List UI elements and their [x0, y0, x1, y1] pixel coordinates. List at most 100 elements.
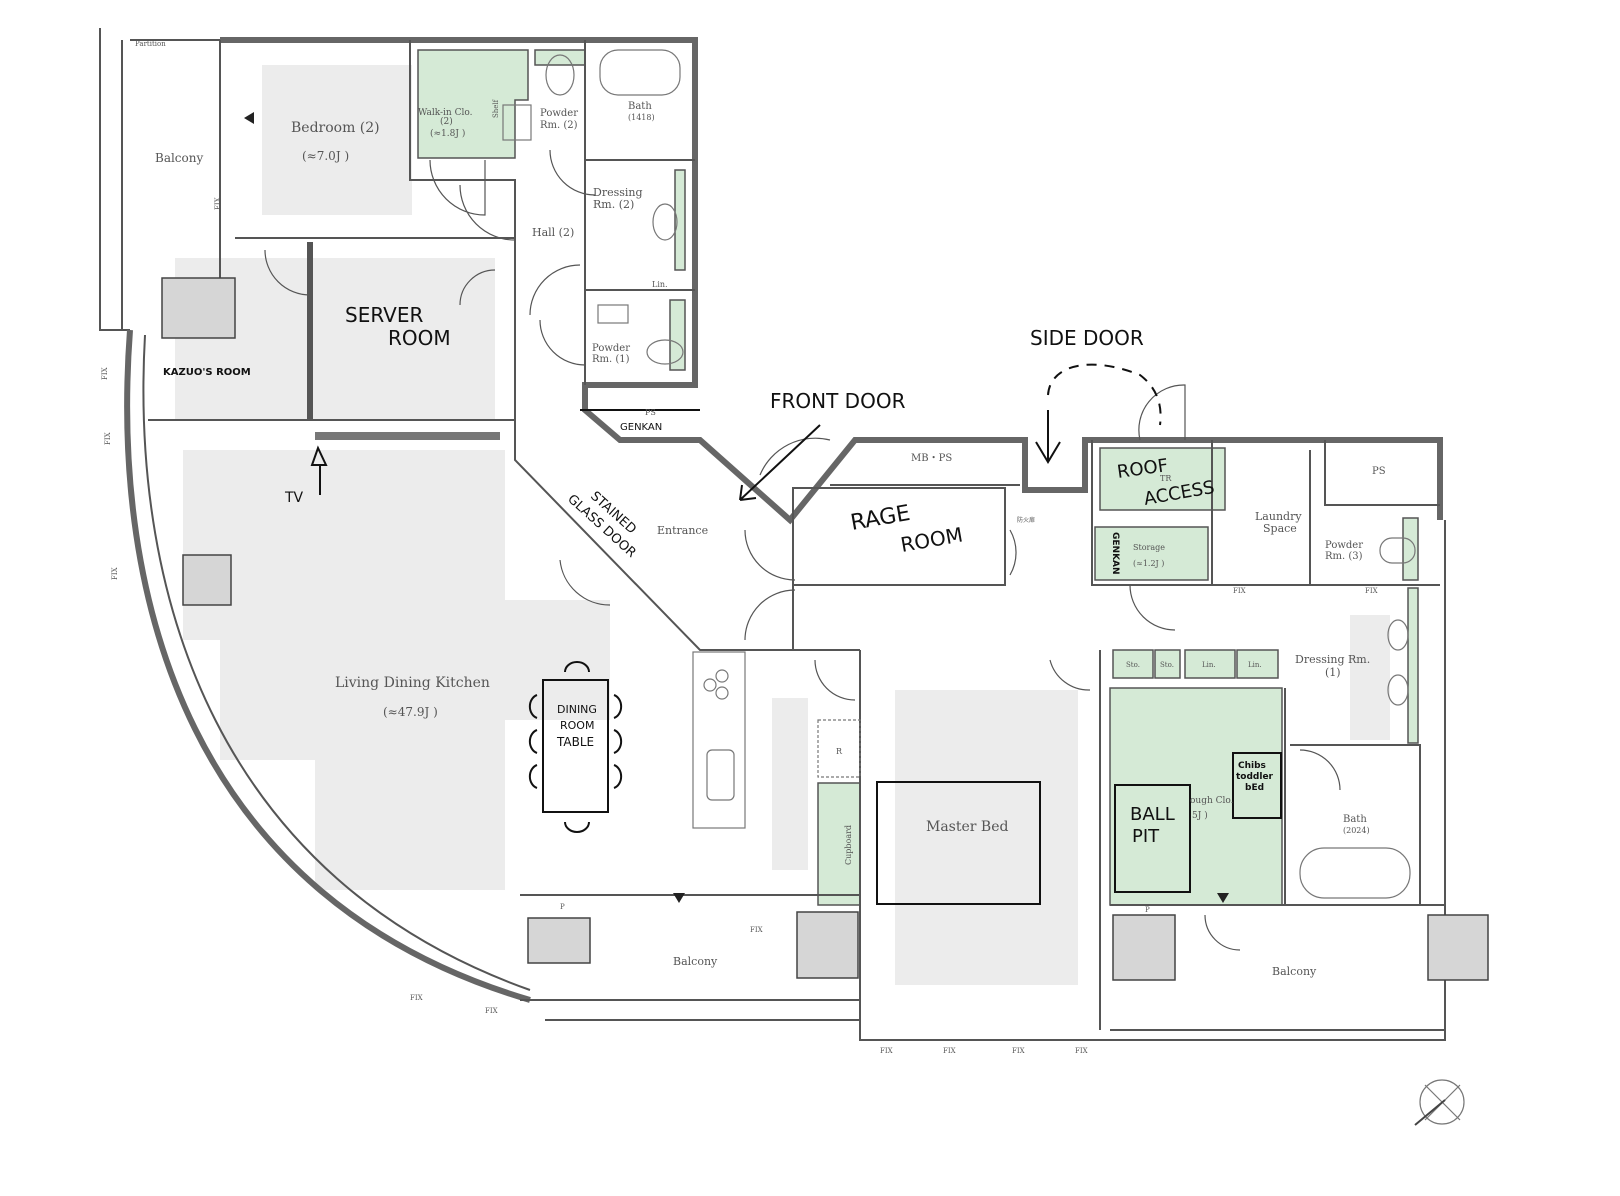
- handwritten-annotations: [310, 363, 1282, 905]
- kitchen-sink: [706, 749, 735, 801]
- ball-pit: [1114, 784, 1191, 893]
- kitchen-counter: [692, 651, 746, 829]
- master-bed: [876, 781, 1041, 905]
- dining-table: [542, 679, 609, 813]
- label-laundry: Laundry: [1255, 510, 1302, 523]
- label-storage: Storage: [1133, 543, 1165, 552]
- label-walkin2-num: (2): [440, 116, 453, 127]
- label-front-door: FRONT DOOR: [770, 389, 906, 413]
- bedroom2-floor: [262, 65, 412, 215]
- label-dressing1: Dressing Rm.: [1295, 653, 1370, 666]
- label-fix: FIX: [750, 926, 763, 934]
- label-powder1-num: Rm. (1): [592, 354, 630, 365]
- label-ps-right: PS: [1372, 466, 1386, 477]
- sink-icon: [652, 203, 678, 241]
- storage-box-2: [1154, 649, 1181, 679]
- front-door-arrow-icon: [739, 424, 821, 501]
- label-toddler-bed: Chibs: [1238, 761, 1266, 771]
- ldk-floor: [183, 450, 610, 890]
- sink-icon: [1387, 674, 1409, 706]
- label-balcony: Balcony: [1272, 965, 1317, 978]
- window-marker-icon: [244, 112, 254, 124]
- toilet-icon: [1379, 537, 1416, 564]
- roof-access-room: [1099, 447, 1226, 511]
- label-fix: FIX: [104, 432, 112, 445]
- handwritten-labels: SERVER ROOM KAZUO'S ROOM TV STAINED GLAS…: [163, 303, 1274, 847]
- toddler-bed: [1232, 752, 1282, 819]
- label-hall2: Hall (2): [532, 226, 574, 239]
- dressing2-green: [674, 169, 686, 271]
- label-walkin2: Walk-in Clo.: [418, 108, 473, 118]
- label-genkan: GENKAN: [620, 422, 662, 433]
- linen-box-1: [1184, 649, 1236, 679]
- dining-chairs: [528, 661, 623, 833]
- label-dining-table-2: ROOM: [560, 719, 594, 732]
- printed-labels: Partition Balcony Bedroom (2) (≈7.0J ) W…: [101, 40, 1386, 1055]
- label-lin: Lin.: [652, 280, 668, 289]
- label-powder2-num: Rm. (2): [540, 120, 578, 131]
- floor-areas: [175, 65, 1390, 985]
- powder1-green: [669, 299, 686, 371]
- tv-arrow-icon: [310, 445, 328, 495]
- label-bedroom2-area: (≈7.0J ): [302, 149, 349, 163]
- label-dining-table-3: TABLE: [556, 735, 594, 749]
- label-partition: Partition: [135, 40, 166, 48]
- label-fix: FIX: [485, 1007, 498, 1015]
- label-lin: Lin.: [1248, 661, 1262, 669]
- label-fix: FIX: [1365, 587, 1378, 595]
- label-bath2024: Bath: [1343, 814, 1367, 825]
- label-powder2: Powder: [540, 108, 578, 119]
- label-pipe: P: [1145, 906, 1150, 914]
- side-door-swing: [1047, 363, 1162, 426]
- label-shelf: Shelf: [492, 98, 500, 118]
- label-master-bed: Master Bed: [926, 819, 1008, 835]
- label-walkin2-area: (≈1.8J ): [430, 128, 465, 139]
- powder2-green: [534, 49, 586, 66]
- stove-burner-icon: [703, 678, 717, 692]
- label-powder3-num: Rm. (3): [1325, 551, 1363, 562]
- label-laundry-space: Space: [1263, 522, 1297, 535]
- label-bath1418-num: (1418): [628, 113, 655, 122]
- label-fix: FIX: [880, 1047, 893, 1055]
- column: [527, 917, 591, 964]
- label-fridge: R: [836, 747, 843, 756]
- label-lin: Lin.: [1202, 661, 1216, 669]
- label-side-door: SIDE DOOR: [1030, 326, 1144, 350]
- fixtures: [161, 49, 1489, 981]
- label-storage-area: (≈1.2J ): [1133, 559, 1164, 568]
- label-fix: FIX: [1012, 1047, 1025, 1055]
- label-server-room: SERVER: [345, 303, 423, 327]
- label-tv: TV: [284, 490, 304, 506]
- label-fix: FIX: [1233, 587, 1246, 595]
- label-toddler-bed-3: bEd: [1245, 783, 1264, 793]
- storage-box-1: [1112, 649, 1154, 679]
- tv-wall: [315, 432, 500, 440]
- window-marker-icon: [1217, 893, 1229, 903]
- label-fix: FIX: [111, 567, 119, 580]
- label-ball-pit-2: PIT: [1132, 826, 1160, 847]
- label-bath2024-num: (2024): [1343, 826, 1370, 835]
- toilet-icon: [646, 339, 684, 365]
- label-walk-through-closet: ough Clo.: [1190, 796, 1234, 806]
- label-sto: Sto.: [1160, 661, 1174, 669]
- label-bedroom2: Bedroom (2): [291, 120, 380, 136]
- bathtub-1418: [599, 49, 681, 96]
- dressing1-floor: [1350, 615, 1390, 740]
- label-bath1418: Bath: [628, 101, 652, 112]
- label-dressing2: Dressing: [593, 186, 643, 199]
- label-entrance: Entrance: [657, 524, 708, 537]
- master-bed-floor: [895, 690, 1078, 985]
- label-dressing1-num: (1): [1325, 666, 1341, 679]
- column: [1427, 914, 1489, 981]
- sink-icon: [1387, 619, 1409, 651]
- label-powder1: Powder: [592, 343, 630, 354]
- label-sto: Sto.: [1126, 661, 1140, 669]
- linen-box-2: [1236, 649, 1279, 679]
- label-dressing2-num: Rm. (2): [593, 198, 634, 211]
- column: [161, 277, 236, 339]
- walkin-closet-2: [417, 49, 529, 159]
- walk-through-closet: [1109, 687, 1283, 906]
- label-server-room-2: ROOM: [388, 326, 451, 350]
- column: [1112, 914, 1176, 981]
- label-balcony: Balcony: [673, 955, 718, 968]
